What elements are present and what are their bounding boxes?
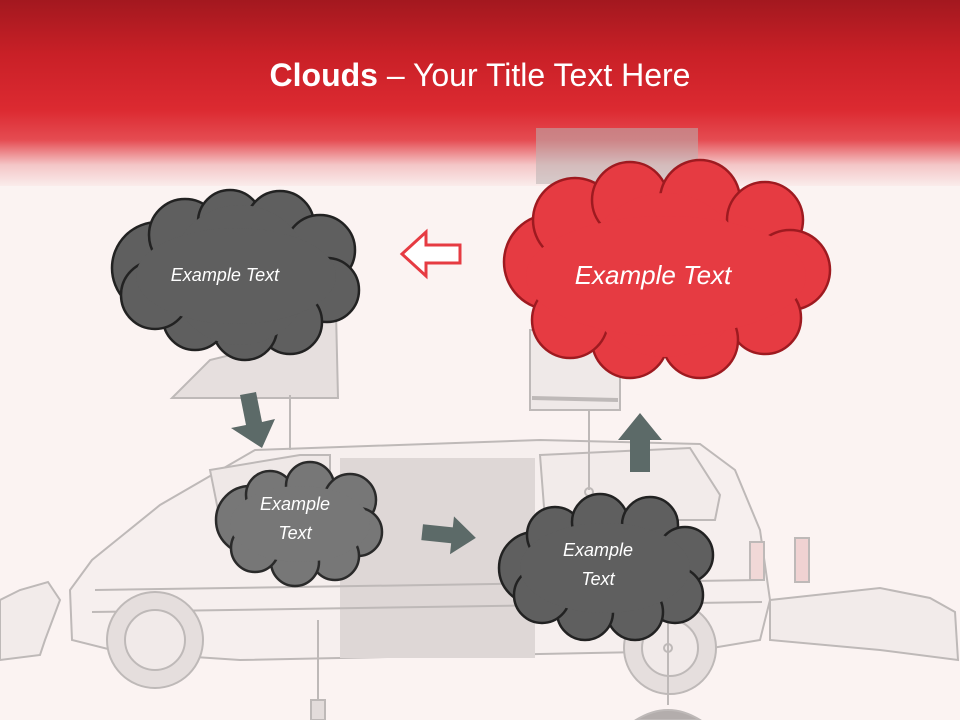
title-bold: Clouds — [269, 57, 378, 93]
arrow-down-icon — [231, 392, 275, 448]
arrow-left-icon — [399, 228, 462, 280]
cloud-top-right — [502, 158, 832, 380]
cloud-top-right-text: Example Text — [574, 259, 732, 290]
cloud-bottom-right — [497, 492, 715, 642]
cloud-middle — [214, 460, 384, 588]
cloud-middle-text: Example Text — [259, 494, 331, 543]
title-rest: – Your Title Text Here — [377, 57, 691, 93]
title-banner — [0, 0, 960, 190]
cloud-bottom-right-text: Example Text — [562, 540, 634, 589]
cloud-top-left-text: Example Text — [170, 264, 280, 285]
arrow-up-icon — [618, 413, 662, 472]
cloud-top-left — [110, 188, 361, 362]
arrow-right-icon — [421, 516, 476, 555]
slide-title: Clouds – Your Title Text Here — [0, 55, 960, 95]
